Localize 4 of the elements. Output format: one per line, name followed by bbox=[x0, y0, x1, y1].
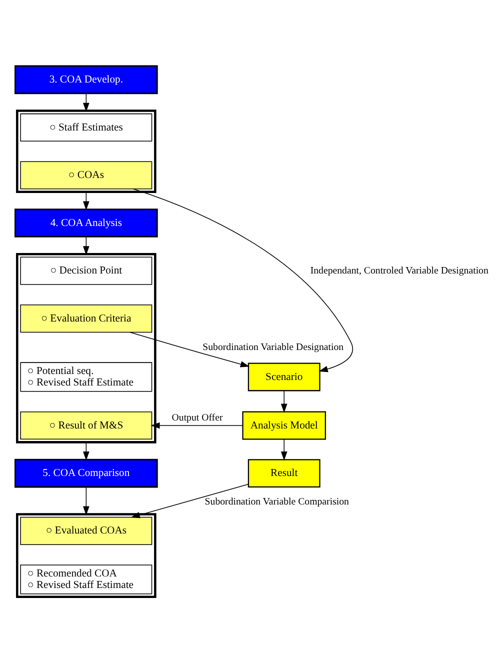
edge-label: Subordination Variable Comparision bbox=[204, 496, 349, 508]
edge-label: Output Offer bbox=[172, 412, 223, 424]
edge-label: Subordination Variable Designation bbox=[202, 342, 344, 353]
edge-label: Independant, Controled Variable Designation bbox=[310, 265, 488, 276]
